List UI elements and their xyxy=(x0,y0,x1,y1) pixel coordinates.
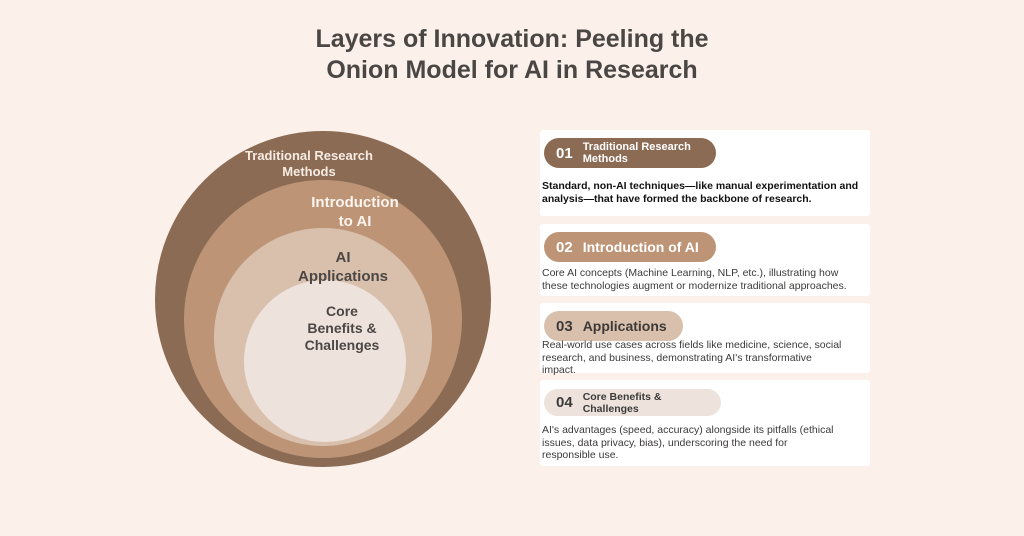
card-label-line2: Methods xyxy=(582,153,628,165)
pill-applications: 03 Applications xyxy=(544,311,683,341)
pill-core-benefits: 04 Core Benefits & Challenges xyxy=(544,389,721,416)
card-desc-line3: impact. xyxy=(542,364,576,376)
card-label: Applications xyxy=(582,318,667,334)
layer-core-benefits-circle xyxy=(244,280,406,442)
card-label-line2: Challenges xyxy=(582,402,639,415)
layer1-line2: Methods xyxy=(282,164,336,179)
card-core-benefits: 04 Core Benefits & Challenges AI's advan… xyxy=(540,380,870,466)
card-number: 03 xyxy=(556,317,573,335)
card-applications: 03 Applications Real-world use cases acr… xyxy=(540,303,870,376)
card-description: Standard, non-AI techniques—like manual … xyxy=(542,180,872,205)
layer4-line1: Core xyxy=(326,303,358,319)
card-traditional-research: 01 Traditional Research Methods Standard… xyxy=(540,130,870,216)
title-line-1: Layers of Innovation: Peeling the xyxy=(315,25,709,53)
card-desc-line1: Standard, non-AI techniques—like manual … xyxy=(542,180,859,192)
diagram-title: Layers of Innovation: Peeling the Onion … xyxy=(0,24,1024,86)
card-description: AI's advantages (speed, accuracy) alongs… xyxy=(542,424,872,462)
card-number: 04 xyxy=(556,394,573,411)
card-description: Core AI concepts (Machine Learning, NLP,… xyxy=(542,267,872,292)
layer3-line1: AI xyxy=(335,249,351,266)
card-desc-line1: Core AI concepts (Machine Learning, NLP,… xyxy=(542,267,839,279)
card-label: Core Benefits & Challenges xyxy=(583,391,662,415)
layer-traditional-research-label: Traditional Research Methods xyxy=(214,148,404,180)
layer2-line1: Introduction xyxy=(311,194,399,211)
layer4-line3: Challenges xyxy=(304,337,380,353)
title-line-2: Onion Model for AI in Research xyxy=(326,56,698,84)
card-desc-line1: AI's advantages (speed, accuracy) alongs… xyxy=(542,424,834,436)
layer3-line2: Applications xyxy=(297,268,388,285)
layer1-line1: Traditional Research xyxy=(245,148,373,163)
card-desc-line2: these technologies augment or modernize … xyxy=(542,279,847,292)
layer-introduction-ai-label: Introduction to AI xyxy=(290,193,420,231)
card-label-line1: Core Benefits & xyxy=(582,390,662,403)
layer-ai-applications-label: AI Applications xyxy=(270,248,416,286)
card-desc-line3: responsible use. xyxy=(542,449,619,461)
card-description: Real-world use cases across fields like … xyxy=(542,339,872,377)
card-label: Traditional Research Methods xyxy=(583,141,691,166)
pill-introduction-ai: 02 Introduction of AI xyxy=(544,232,716,262)
card-desc-line1: Real-world use cases across fields like … xyxy=(542,339,842,351)
card-label-line1: Traditional Research xyxy=(582,140,691,153)
card-number: 01 xyxy=(556,144,573,162)
card-desc-line2: research, and business, demonstrating AI… xyxy=(542,351,812,364)
card-number: 02 xyxy=(556,238,573,256)
layer4-line2: Benefits & xyxy=(307,320,377,336)
card-label: Introduction of AI xyxy=(582,239,699,255)
card-desc-line2: analysis—that have formed the backbone o… xyxy=(542,192,812,205)
card-desc-line2: issues, data privacy, bias), underscorin… xyxy=(542,436,788,449)
pill-traditional-research: 01 Traditional Research Methods xyxy=(544,138,716,168)
layer-core-benefits-label: Core Benefits & Challenges xyxy=(272,303,412,354)
layer2-line2: to AI xyxy=(338,213,372,230)
card-introduction-ai: 02 Introduction of AI Core AI concepts (… xyxy=(540,224,870,296)
